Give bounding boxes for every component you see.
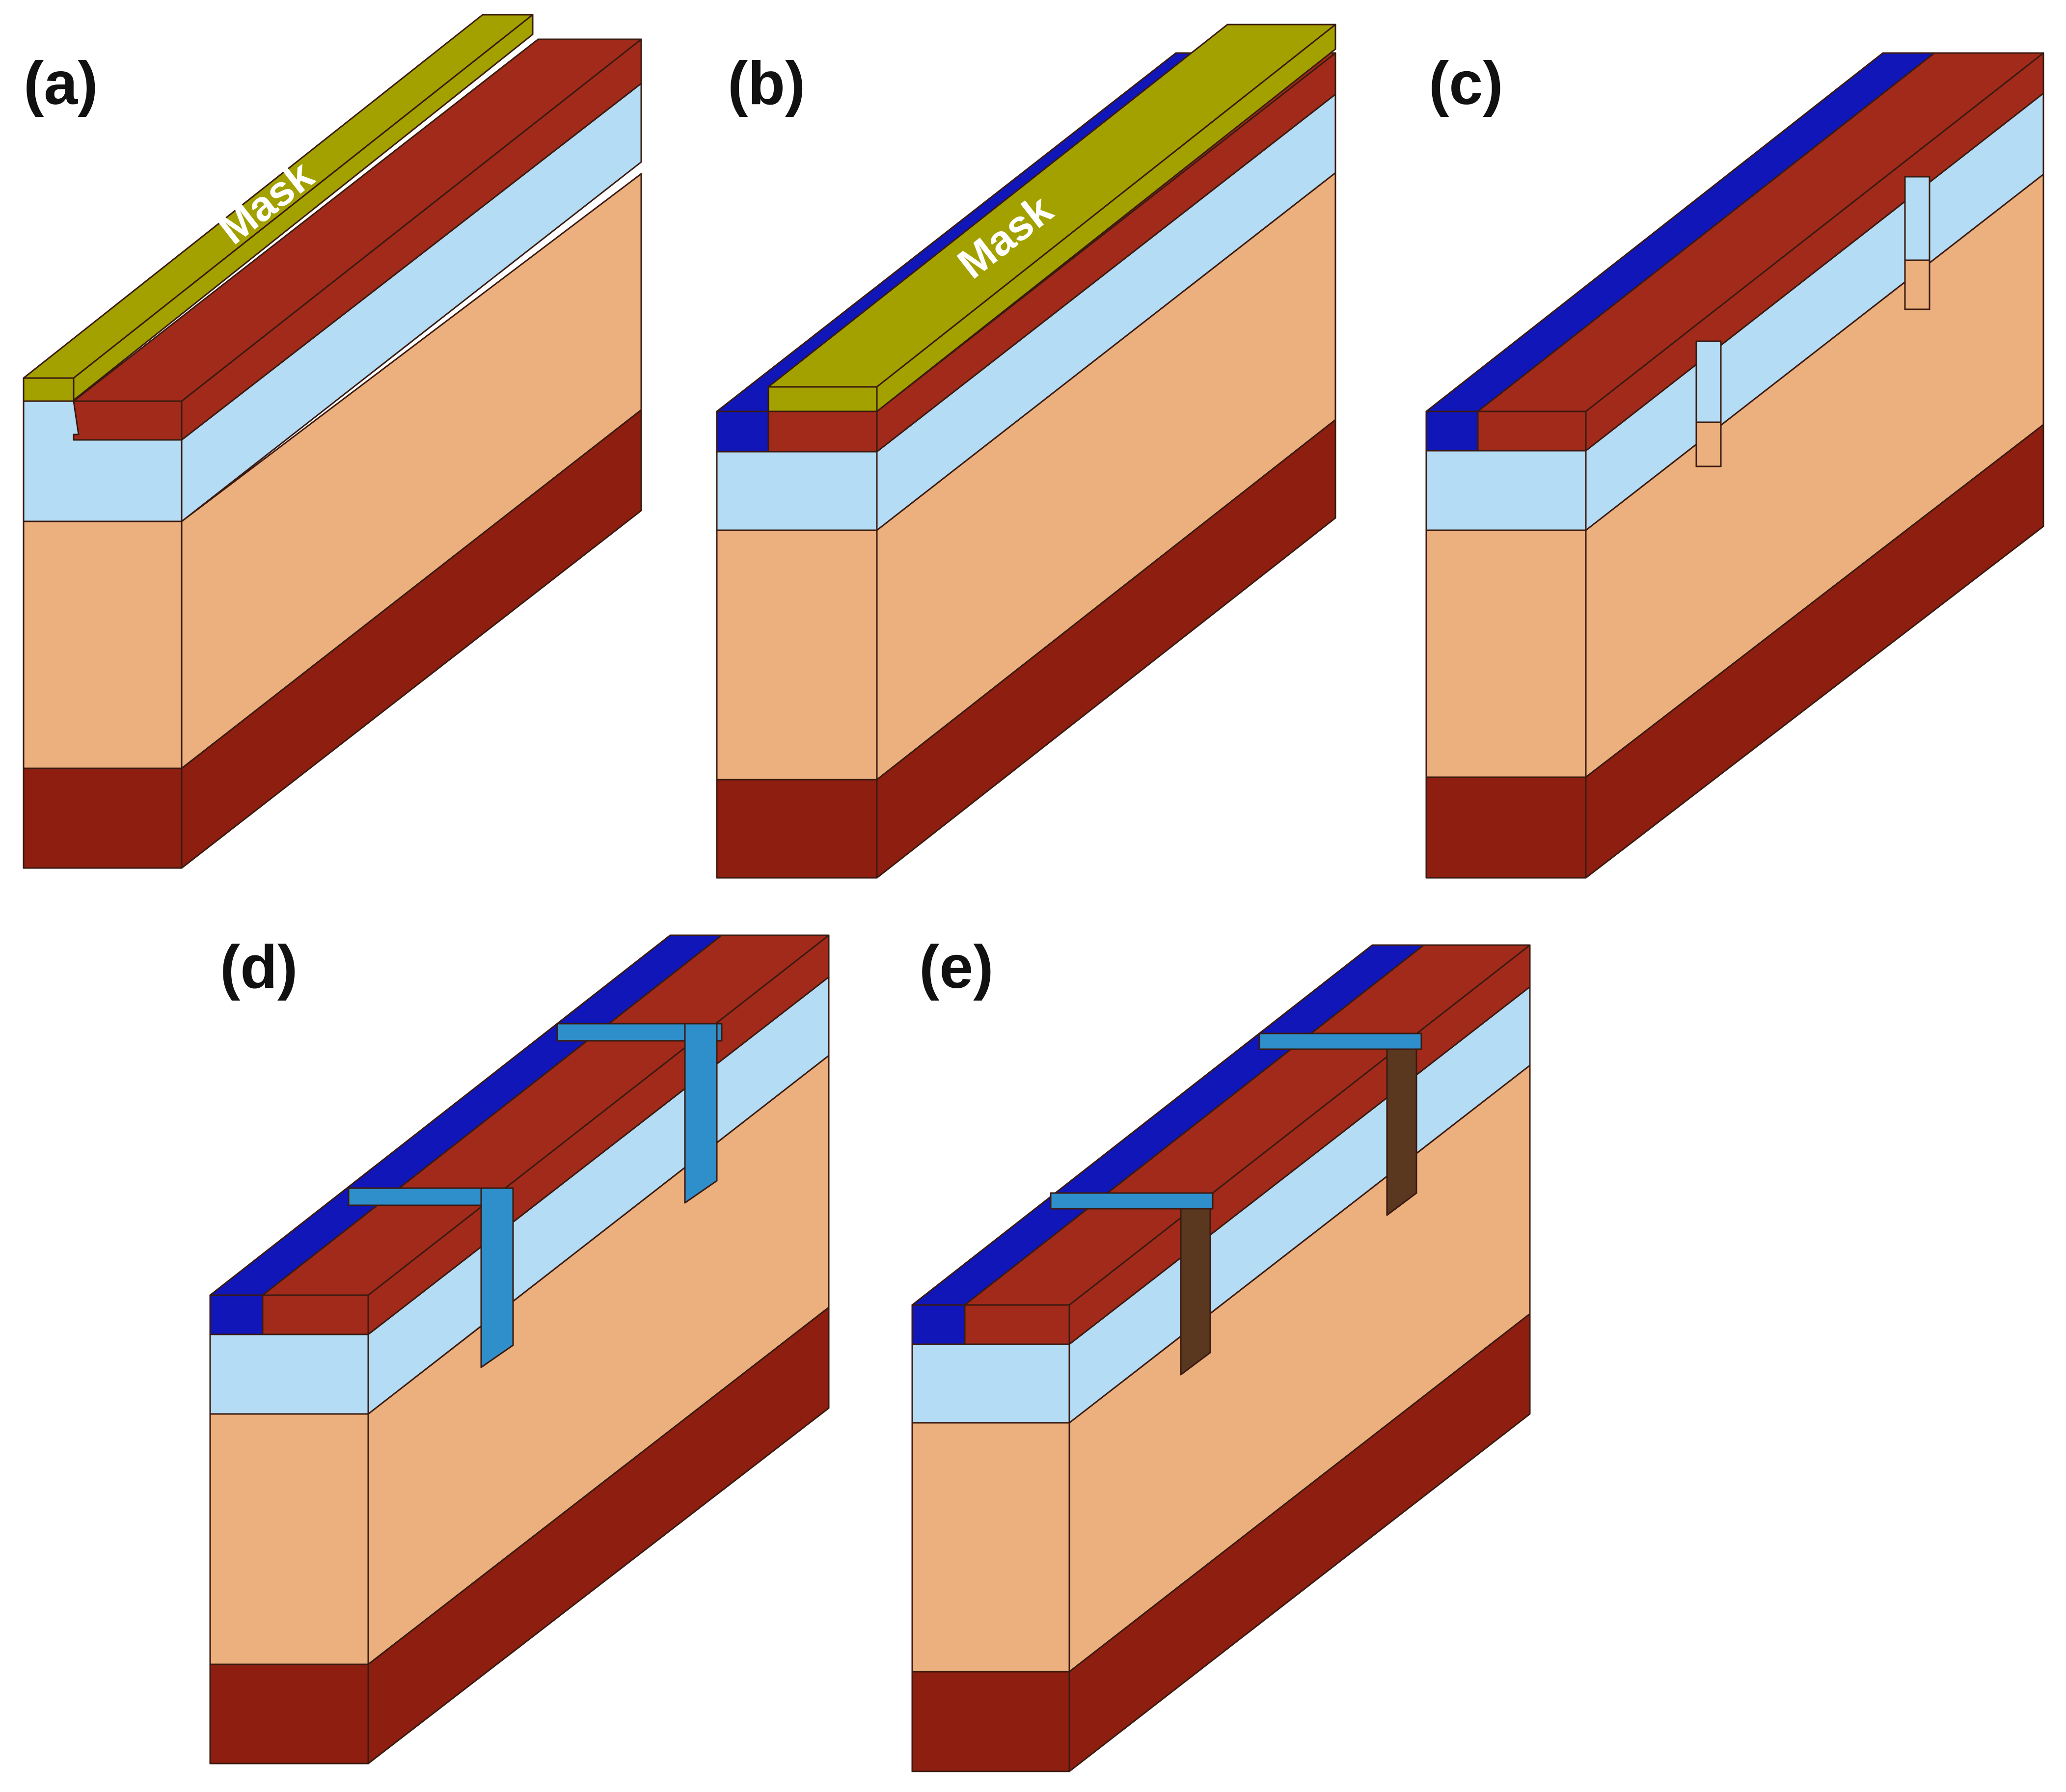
bottom-layer-front	[911, 1671, 1070, 1772]
panel-label-b: (b)	[728, 50, 806, 117]
buffer-layer-front	[716, 451, 878, 531]
panel-a: Mask	[23, 14, 642, 869]
panel-label-e: (e)	[919, 933, 994, 1001]
fill-wall-2	[1386, 1048, 1417, 1216]
panel-b: Mask	[716, 24, 1336, 879]
implant-front	[209, 1294, 264, 1335]
bottom-layer-front	[1425, 776, 1587, 879]
substrate-front	[1425, 529, 1587, 778]
mask-front	[767, 386, 878, 412]
top-layer-front	[73, 400, 183, 441]
substrate-front	[23, 520, 183, 769]
panel-label-c: (c)	[1429, 50, 1503, 117]
panel-d	[209, 934, 830, 1765]
implant-front	[1425, 410, 1479, 452]
implant-front	[911, 1304, 966, 1345]
panel-c	[1425, 52, 2044, 879]
bottom-layer-front	[23, 767, 183, 869]
panel-label-a: (a)	[24, 50, 98, 117]
fill-top-2	[1258, 1032, 1422, 1050]
buffer-layer-front	[209, 1333, 369, 1415]
panel-e	[911, 944, 1531, 1772]
substrate-front	[716, 529, 878, 781]
panel-label-d: (d)	[220, 933, 298, 1001]
fill-wall-1	[1180, 1208, 1211, 1376]
substrate-front	[911, 1422, 1070, 1673]
mask-front	[23, 377, 75, 402]
buffer-layer-front	[911, 1343, 1070, 1424]
trench-cut-1-bottom	[1695, 421, 1722, 467]
bottom-layer-front	[716, 779, 878, 879]
substrate-front	[209, 1413, 369, 1665]
bottom-layer-front	[209, 1663, 369, 1765]
top-layer-front	[964, 1304, 1070, 1345]
implant-front	[716, 410, 769, 453]
buffer-layer-front	[1425, 450, 1587, 531]
liner-wall-2	[684, 1023, 718, 1204]
liner-wall-1	[480, 1187, 514, 1368]
fill-top-1	[1050, 1192, 1214, 1210]
top-layer-front	[767, 410, 878, 453]
liner-top-2	[556, 1023, 723, 1042]
top-layer-front	[1477, 410, 1587, 452]
trench-cut-2-bottom	[1904, 259, 1930, 310]
top-layer-front	[262, 1294, 369, 1335]
